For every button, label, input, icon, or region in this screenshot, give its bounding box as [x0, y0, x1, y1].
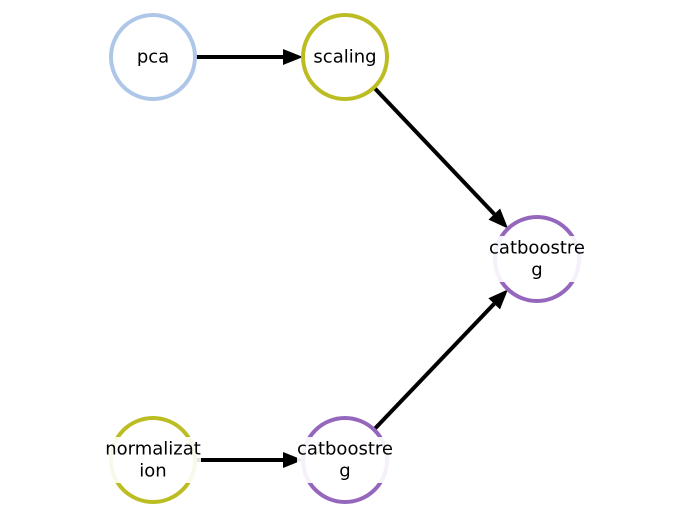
- node-circle: [301, 13, 389, 101]
- node-scaling: scaling: [301, 13, 389, 101]
- node-label: pca: [137, 47, 169, 68]
- node-label-background: [489, 236, 585, 282]
- node-label: normalizat: [105, 439, 201, 460]
- edge-normalization-to-catboostreg_bottom: [195, 452, 303, 468]
- node-label-background: [297, 437, 393, 483]
- arrowhead-icon: [488, 208, 509, 229]
- node-label: g: [339, 461, 350, 482]
- edges-layer: [195, 49, 509, 468]
- node-label: catboostre: [297, 439, 393, 460]
- node-pca: pca: [109, 13, 197, 101]
- node-label: scaling: [313, 47, 376, 68]
- edge-line: [372, 86, 496, 216]
- edge-line: [372, 302, 496, 431]
- arrowhead-icon: [488, 289, 508, 310]
- node-label: ion: [139, 461, 166, 482]
- node-label: g: [531, 260, 542, 281]
- edge-pca-to-scaling: [195, 49, 303, 65]
- arrowhead-icon: [283, 49, 303, 65]
- edge-scaling-to-catboostreg_top: [372, 86, 509, 229]
- arrowhead-icon: [283, 452, 303, 468]
- node-circle: [109, 13, 197, 101]
- node-label: catboostre: [489, 238, 585, 259]
- edge-catboostreg_bottom-to-catboostreg_top: [372, 289, 508, 431]
- node-label-background: [105, 437, 201, 483]
